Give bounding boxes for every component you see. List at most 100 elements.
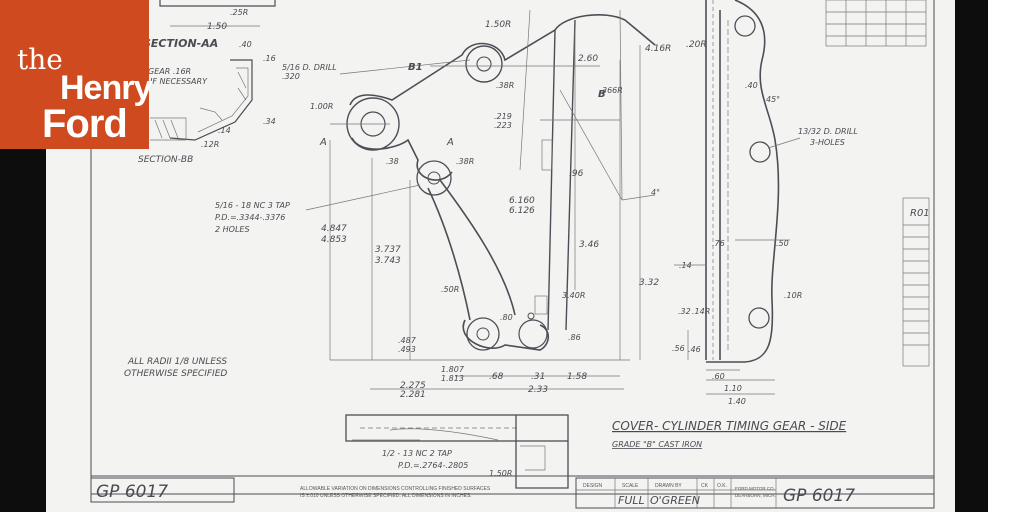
dim-1-813: 1.813 — [441, 374, 464, 383]
label-b: B — [598, 89, 606, 100]
part-side-view — [705, 0, 780, 363]
dim-14-section: .14 — [218, 126, 231, 135]
dim-1-807: 1.807 — [441, 365, 465, 374]
dim-96: .96 — [569, 169, 584, 179]
dim-16: .16 — [263, 54, 276, 63]
dim-38: .38 — [386, 157, 399, 166]
change-column — [902, 197, 930, 367]
dim-366r: 366R — [602, 86, 623, 95]
dim-1-50r-bottom: 1.50R — [489, 469, 512, 478]
drill-note-2-line-1: 13/32 D. DRILL — [798, 127, 858, 136]
logo-word-henry: Henry — [60, 69, 152, 107]
dim-10r: .10R — [784, 291, 802, 300]
drill-note-1-line-1: 5/16 D. DRILL — [282, 63, 337, 72]
tap-note-1-line-3: 2 HOLES — [215, 225, 250, 234]
part-front-view — [346, 9, 656, 351]
logo-word-ford: Ford — [42, 102, 128, 146]
drill-note-2-line-2: 3-HOLES — [810, 138, 845, 147]
drill-note-1-line-2: .320 — [282, 72, 300, 81]
dim-4-853: 4.853 — [321, 235, 347, 245]
title-block — [90, 477, 935, 509]
section-mark-a-left: A — [319, 137, 327, 148]
dim-1-10: 1.10 — [724, 384, 742, 393]
dim-487: .487 — [398, 336, 417, 345]
section-note-1: GEAR .16R — [148, 67, 191, 76]
dim-223: .223 — [494, 121, 512, 130]
dim-40-side: .40 — [745, 81, 758, 90]
dim-2-275: 2.275 — [400, 381, 426, 391]
dim-25r: .25R — [230, 8, 248, 17]
scan-margin-right — [988, 0, 1024, 512]
dim-1-00r: 1.00R — [310, 102, 333, 111]
tap-note-1-line-1: 5/16 - 18 NC 3 TAP — [215, 201, 290, 210]
dimension-lines — [170, 25, 801, 395]
title-block-company-2: DEARBORN, MICH. — [735, 493, 776, 498]
dim-3-40r: 3.40R — [562, 291, 585, 300]
dim-1-40: 1.40 — [728, 397, 746, 406]
tap-note-2-line-2: P.D.=.2764-.2805 — [398, 461, 468, 470]
section-bb-label: SECTION-BB — [138, 155, 193, 165]
dim-34: .34 — [263, 117, 276, 126]
title-block-design-header: DESIGN — [583, 483, 603, 489]
general-note-line-1: ALL RADII 1/8 UNLESS — [127, 357, 227, 367]
dim-60: .60 — [712, 372, 725, 381]
revision-table — [825, 0, 927, 47]
section-aa-view — [150, 0, 276, 141]
dim-56: .56 — [672, 344, 685, 353]
title-block-scale-header: SCALE — [622, 483, 639, 489]
drawing-material: GRADE "B" CAST IRON — [612, 440, 702, 449]
drawing-title: COVER- CYLINDER TIMING GEAR - SIDE — [612, 419, 847, 433]
dim-2-60: 2.60 — [578, 54, 598, 64]
title-block-company-1: FORD MOTOR CO. — [735, 486, 775, 491]
henry-ford-logo: the Henry Ford — [0, 0, 152, 149]
dim-14: .14 — [679, 261, 692, 270]
dim-50: .50 — [776, 239, 789, 248]
dim-3-743: 3.743 — [375, 256, 401, 266]
scan-border-right — [955, 0, 988, 512]
tap-note-2-line-1: 1/2 - 13 NC 2 TAP — [382, 449, 452, 458]
dim-14r: .14R — [692, 307, 710, 316]
drawing-sheet — [46, 0, 955, 512]
dim-86: .86 — [568, 333, 581, 342]
title-block-drawn-by-header: DRAWN BY — [655, 483, 682, 489]
dim-6-160: 6.160 — [509, 196, 535, 206]
dim-2-281: 2.281 — [400, 390, 426, 400]
dim-3-46: 3.46 — [579, 240, 599, 250]
dim-38r-b: .38R — [456, 157, 474, 166]
section-aa-label: SECTION-AA — [143, 37, 218, 50]
dim-2-33: 2.33 — [528, 385, 548, 395]
dim-68: .68 — [489, 372, 504, 382]
dim-38r: .38R — [496, 81, 514, 90]
dim-493: .493 — [398, 345, 416, 354]
dim-50r: .50R — [441, 285, 459, 294]
title-block-scale: FULL — [618, 494, 645, 507]
dim-80: .80 — [500, 313, 513, 322]
label-b1: B1 — [408, 62, 423, 73]
logo-word-the: the — [17, 43, 63, 76]
title-block-drawn-by: O'GREEN — [650, 494, 700, 507]
dim-31: .31 — [531, 372, 545, 382]
dim-46: .46 — [688, 345, 701, 354]
dim-1-50: 1.50 — [207, 22, 227, 32]
dim-12r: .12R — [201, 140, 219, 149]
tolerance-note-1: ALLOWABLE VARIATION ON DIMENSIONS CONTRO… — [300, 486, 491, 492]
title-block-ck-header: CK — [701, 483, 709, 489]
section-mark-a-right: A — [446, 137, 454, 148]
part-bottom-section-view — [345, 414, 569, 489]
dim-20r: .20R — [686, 40, 707, 50]
dim-1-50r: 1.50R — [485, 20, 511, 30]
dim-6-126: 6.126 — [509, 206, 535, 216]
dim-3-737: 3.737 — [375, 245, 401, 255]
general-note-line-2: OTHERWISE SPECIFIED — [124, 369, 227, 379]
drawing-border — [90, 0, 935, 495]
dim-40: .40 — [239, 40, 252, 49]
dim-4-847: 4.847 — [321, 224, 347, 234]
dim-219: .219 — [494, 112, 512, 121]
change-mark: R01 — [910, 208, 930, 219]
tap-note-1-line-2: P.D.=.3344-.3376 — [215, 213, 285, 222]
dim-3-32: 3.32 — [639, 278, 659, 288]
dim-1-58: 1.58 — [567, 372, 587, 382]
section-note-2: IF NECESSARY — [150, 77, 208, 86]
tolerance-note-2: IS ±.010 UNLESS OTHERWISE SPECIFIED. ALL… — [300, 493, 472, 499]
